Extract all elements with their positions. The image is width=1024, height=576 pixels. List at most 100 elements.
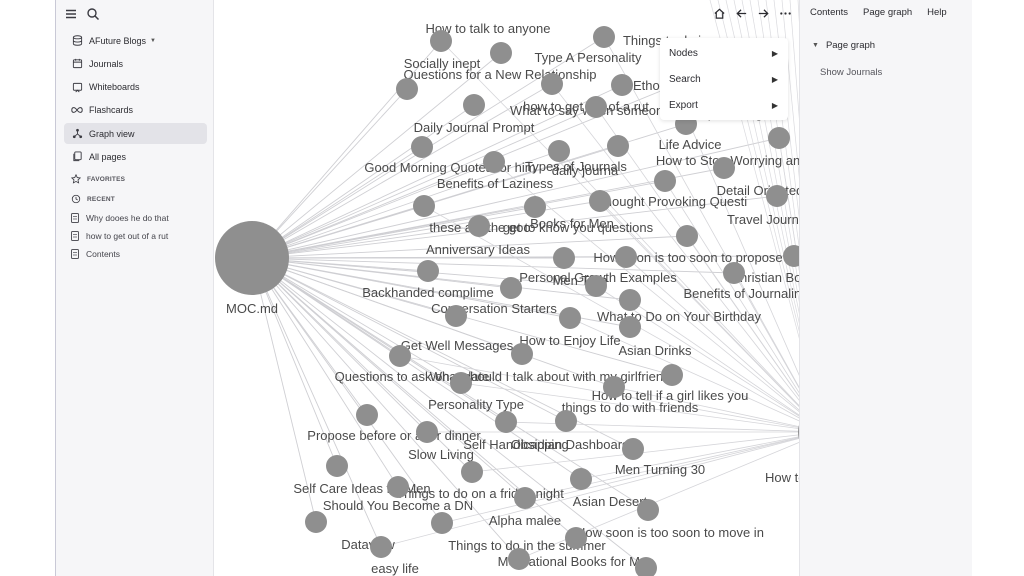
graph-node-label[interactable]: How to Enjoy Life	[519, 333, 620, 348]
graph-node-label[interactable]: Alpha malee	[489, 513, 561, 528]
graph-node[interactable]	[585, 275, 607, 297]
more-icon[interactable]	[777, 5, 793, 21]
tab-page-graph[interactable]: Page graph	[863, 7, 913, 18]
graph-node-label[interactable]: Should You Become a DN	[323, 498, 473, 513]
graph-node[interactable]	[555, 410, 577, 432]
graph-node[interactable]	[417, 260, 439, 282]
graph-node[interactable]	[396, 78, 418, 100]
menu-item-search[interactable]: Search▶	[660, 66, 788, 92]
graph-node[interactable]	[508, 548, 530, 570]
graph-node[interactable]	[783, 245, 799, 267]
graph-node-label[interactable]: How soon is too soon to propose	[593, 250, 782, 265]
menu-item-export[interactable]: Export▶	[660, 92, 788, 118]
graph-node-label[interactable]: Christian Books for Men	[731, 270, 799, 285]
graph-node-label[interactable]: How to tell if a girl likes you	[592, 388, 749, 403]
graph-node[interactable]	[603, 376, 625, 398]
graph-node-label[interactable]: Type A Personality	[535, 50, 642, 65]
graph-node-label[interactable]: Personality Type	[428, 397, 524, 412]
graph-node[interactable]	[615, 246, 637, 268]
graph-node-label[interactable]: Get Well Messages	[401, 338, 514, 353]
graph-node[interactable]	[635, 557, 657, 576]
graph-node[interactable]	[766, 185, 788, 207]
graph-node[interactable]	[611, 74, 633, 96]
graph-node[interactable]	[524, 196, 546, 218]
graph-node-label[interactable]: How to talk to anyone	[425, 21, 550, 36]
graph-node-label[interactable]: Men Turning 30	[615, 462, 705, 477]
graph-node[interactable]	[593, 26, 615, 48]
graph-node[interactable]	[468, 215, 490, 237]
graph-node[interactable]	[723, 262, 745, 284]
graph-node-large[interactable]	[798, 406, 799, 458]
graph-node[interactable]	[619, 289, 641, 311]
graph-node[interactable]	[713, 157, 735, 179]
graph-node[interactable]	[430, 30, 452, 52]
graph-node[interactable]	[483, 151, 505, 173]
sidebar-item-graph-view[interactable]: Graph view	[64, 123, 207, 145]
graph-node[interactable]	[541, 73, 563, 95]
tab-help[interactable]: Help	[927, 7, 947, 18]
menu-icon[interactable]	[64, 7, 78, 21]
recent-item[interactable]: Contents	[64, 245, 207, 263]
graph-node[interactable]	[589, 190, 611, 212]
graph-node[interactable]	[356, 404, 378, 426]
menu-item-nodes[interactable]: Nodes▶	[660, 40, 788, 66]
recent-item[interactable]: Why dooes he do that	[64, 209, 207, 227]
graph-node-label[interactable]: get to know you questions	[503, 220, 654, 235]
graph-node[interactable]	[585, 96, 607, 118]
graph-node-label[interactable]: Self Handicapping	[463, 437, 569, 452]
graph-node[interactable]	[676, 225, 698, 247]
graph-node[interactable]	[768, 127, 790, 149]
graph-hub-node[interactable]	[215, 221, 289, 295]
graph-node[interactable]	[389, 345, 411, 367]
back-arrow-icon[interactable]	[733, 5, 749, 21]
graph-node[interactable]	[559, 307, 581, 329]
graph-node-label[interactable]: Thought Provoking Questi	[597, 194, 747, 209]
graph-node-label[interactable]: Good Morning Quotes for him	[364, 160, 535, 175]
graph-node[interactable]	[463, 94, 485, 116]
recent-section[interactable]: RECENT	[64, 191, 207, 207]
graph-node[interactable]	[411, 136, 433, 158]
graph-node[interactable]	[370, 536, 392, 558]
graph-node-label[interactable]: Anniversary Ideas	[426, 242, 531, 257]
forward-arrow-icon[interactable]	[755, 5, 771, 21]
graph-node-label[interactable]: Books for Men	[530, 216, 614, 231]
graph-node[interactable]	[495, 411, 517, 433]
graph-node-label[interactable]: Types of Journals	[525, 159, 627, 174]
graph-node[interactable]	[619, 316, 641, 338]
graph-node[interactable]	[490, 42, 512, 64]
graph-node[interactable]	[570, 468, 592, 490]
graph-node-label[interactable]: Motivational Books for Men	[498, 554, 655, 569]
graph-node-label[interactable]: Obsidian Dashboard	[511, 437, 630, 452]
graph-node-label[interactable]: Propose before or after dinner	[307, 428, 481, 443]
graph-node-label[interactable]: Slow Living	[408, 447, 474, 462]
graph-node[interactable]	[387, 476, 409, 498]
graph-node-label[interactable]: Benefits of Journaling	[683, 286, 799, 301]
graph-node[interactable]	[416, 421, 438, 443]
graph-node[interactable]	[450, 372, 472, 394]
favorites-section[interactable]: FAVORITES	[64, 171, 207, 187]
graph-node[interactable]	[553, 247, 575, 269]
graph-node[interactable]	[326, 455, 348, 477]
graph-node-label[interactable]: Ethod	[633, 78, 667, 93]
graph-node[interactable]	[461, 461, 483, 483]
graph-node[interactable]	[500, 277, 522, 299]
home-icon[interactable]	[711, 5, 727, 21]
graph-node-label[interactable]: Asian Desert	[573, 494, 648, 509]
sidebar-item-afuture-blogs[interactable]: AFuture Blogs ▼	[64, 30, 207, 51]
graph-node[interactable]	[548, 140, 570, 162]
graph-node-label[interactable]: Backhanded complime	[362, 285, 494, 300]
show-journals-toggle[interactable]: Show Journals	[820, 67, 883, 78]
graph-node[interactable]	[637, 499, 659, 521]
graph-node[interactable]	[445, 305, 467, 327]
graph-node[interactable]	[514, 487, 536, 509]
graph-node[interactable]	[431, 512, 453, 534]
sidebar-item-all-pages[interactable]: All pages	[64, 146, 207, 167]
graph-node-label[interactable]: How to be a better lover	[765, 470, 799, 485]
graph-node-label[interactable]: Travel Journal	[727, 212, 799, 227]
graph-node[interactable]	[607, 135, 629, 157]
graph-node[interactable]	[654, 170, 676, 192]
graph-node-label[interactable]: Asian Drinks	[619, 343, 692, 358]
graph-node-label[interactable]: things to do with friends	[562, 400, 699, 415]
recent-item[interactable]: how to get out of a rut	[64, 227, 207, 245]
